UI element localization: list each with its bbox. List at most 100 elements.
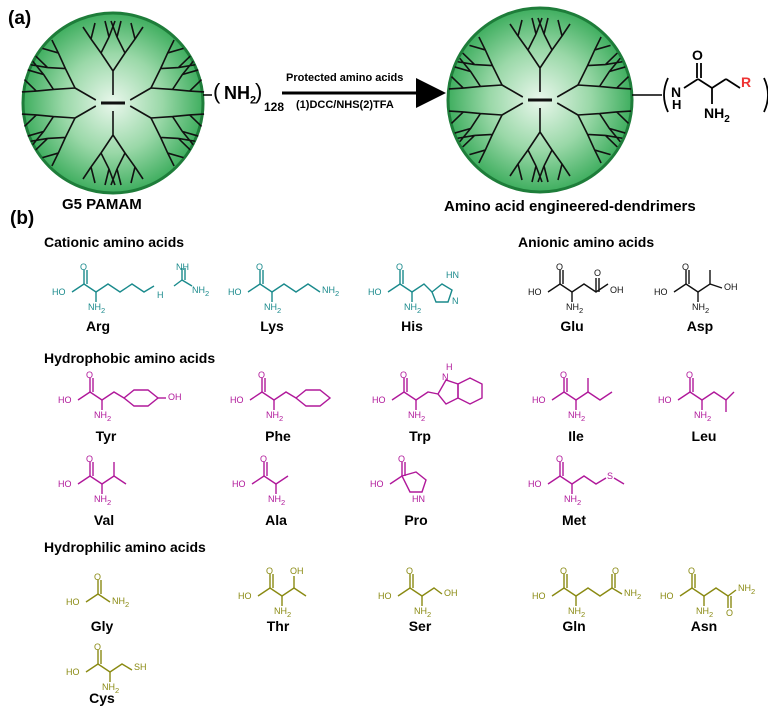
tyr-nh2-text: NH	[94, 410, 107, 420]
arg-h: H	[157, 290, 164, 300]
arg-nh2-sub: 2	[101, 305, 106, 315]
leu-nh2-text: NH	[694, 410, 707, 420]
his-nh2: NH2	[404, 302, 421, 315]
aa-asn: Asn	[690, 618, 718, 634]
g5-pamam-label: G5 PAMAM	[62, 196, 142, 213]
tyr-o: O	[86, 370, 94, 380]
his-h-text: H	[446, 270, 453, 280]
aa-ser: Ser	[408, 618, 432, 634]
trp-o: O	[400, 370, 408, 380]
ile-nh2-text: NH	[568, 410, 581, 420]
glu-nh2-text: NH	[566, 302, 579, 312]
pro-structure	[389, 462, 427, 493]
his-o: O	[396, 262, 404, 272]
trp-structure	[391, 377, 483, 410]
arg-nh2-right-sub: 2	[205, 288, 210, 298]
phe-nh2: NH2	[266, 410, 283, 423]
panel-label-a: (a)	[8, 8, 32, 29]
ile-nh2: NH2	[568, 410, 585, 423]
aa-trp: Trp	[409, 428, 431, 444]
val-nh2-text: NH	[94, 494, 107, 504]
gln-o: O	[560, 566, 568, 576]
ser-oh: OH	[444, 588, 458, 598]
gln-nh2-sub: 2	[581, 609, 586, 619]
trp-n: N	[442, 372, 449, 382]
trp-nh2: NH2	[408, 410, 425, 423]
val-structure	[77, 462, 127, 494]
val-nh2: NH2	[94, 494, 111, 507]
section-cationic: Cationic amino acids	[44, 234, 185, 250]
pro-n: HN	[412, 494, 425, 504]
arrow-bottom-label: (1)DCC/NHS(2)TFA	[296, 99, 394, 111]
aa-his: His	[401, 318, 423, 334]
gly-o: O	[94, 572, 102, 582]
lys-o: O	[256, 262, 264, 272]
asp-nh2-text: NH	[692, 302, 705, 312]
met-o: O	[556, 454, 564, 464]
arg-structure	[71, 268, 193, 302]
thr-ho: HO	[238, 591, 252, 601]
aa-phe: Phe	[265, 428, 291, 444]
surface-group-label: NH2	[224, 83, 256, 107]
gly-ho: HO	[66, 597, 80, 607]
product-h: H	[672, 97, 682, 112]
val-nh2-sub: 2	[107, 497, 112, 507]
cys-nh2-text: NH	[102, 682, 115, 692]
arg-o: O	[80, 262, 88, 272]
ile-o: O	[560, 370, 568, 380]
lys-nh2-right-sub: 2	[335, 288, 340, 298]
cys-ho: HO	[66, 667, 80, 677]
cys-nh2-sub: 2	[115, 685, 120, 695]
aa-pro: Pro	[404, 512, 428, 528]
aa-thr: Thr	[266, 618, 290, 634]
aa-ala: Ala	[265, 512, 287, 528]
lys-nh2-sub: 2	[277, 305, 282, 315]
leu-structure	[677, 378, 735, 412]
met-nh2: NH2	[564, 494, 581, 507]
ser-ho: HO	[378, 591, 392, 601]
ser-nh2-text: NH	[414, 606, 427, 616]
tyr-ho: HO	[58, 395, 72, 405]
met-structure	[547, 462, 625, 494]
cys-o: O	[94, 642, 102, 652]
tyr-nh2: NH2	[94, 410, 111, 423]
his-nh2-sub: 2	[417, 305, 422, 315]
asp-ho: HO	[654, 287, 668, 297]
tyr-nh2-sub: 2	[107, 413, 112, 423]
asn-nh2-right-sub: 2	[751, 586, 756, 596]
aa-lys: Lys	[260, 318, 284, 334]
glu-nh2-sub: 2	[579, 305, 584, 315]
cys-sh: SH	[134, 662, 147, 672]
ser-nh2: NH2	[414, 606, 431, 619]
section-anionic: Anionic amino acids	[518, 234, 655, 250]
aa-ile: Ile	[568, 428, 584, 444]
thr-structure	[257, 574, 307, 606]
glu-nh2: NH2	[566, 302, 583, 315]
cys-nh2: NH2	[102, 682, 119, 695]
phe-nh2-text: NH	[266, 410, 279, 420]
paren-open-left: (	[213, 79, 221, 104]
ser-nh2-sub: 2	[427, 609, 432, 619]
ala-nh2-sub: 2	[281, 497, 286, 507]
asp-nh2-sub: 2	[705, 305, 710, 315]
phe-o: O	[258, 370, 266, 380]
gly-structure	[85, 580, 111, 603]
asn-nh2-sub: 2	[709, 609, 714, 619]
aa-asp: Asp	[686, 318, 714, 334]
arg-nh2-right-text: NH	[192, 285, 205, 295]
asn-nh2: NH2	[696, 606, 713, 619]
his-structure	[387, 270, 453, 303]
val-o: O	[86, 454, 94, 464]
thr-o: O	[266, 566, 274, 576]
lys-structure	[247, 270, 321, 302]
lys-nh2-text: NH	[264, 302, 277, 312]
glu-oh: OH	[610, 285, 624, 295]
product-structure	[663, 63, 768, 113]
aa-gln: Gln	[562, 618, 586, 634]
product-r: R	[741, 74, 752, 90]
dendrimer-right	[442, 6, 638, 194]
thr-nh2: NH2	[274, 606, 291, 619]
asn-o: O	[688, 566, 696, 576]
asn-o2: O	[726, 608, 734, 618]
